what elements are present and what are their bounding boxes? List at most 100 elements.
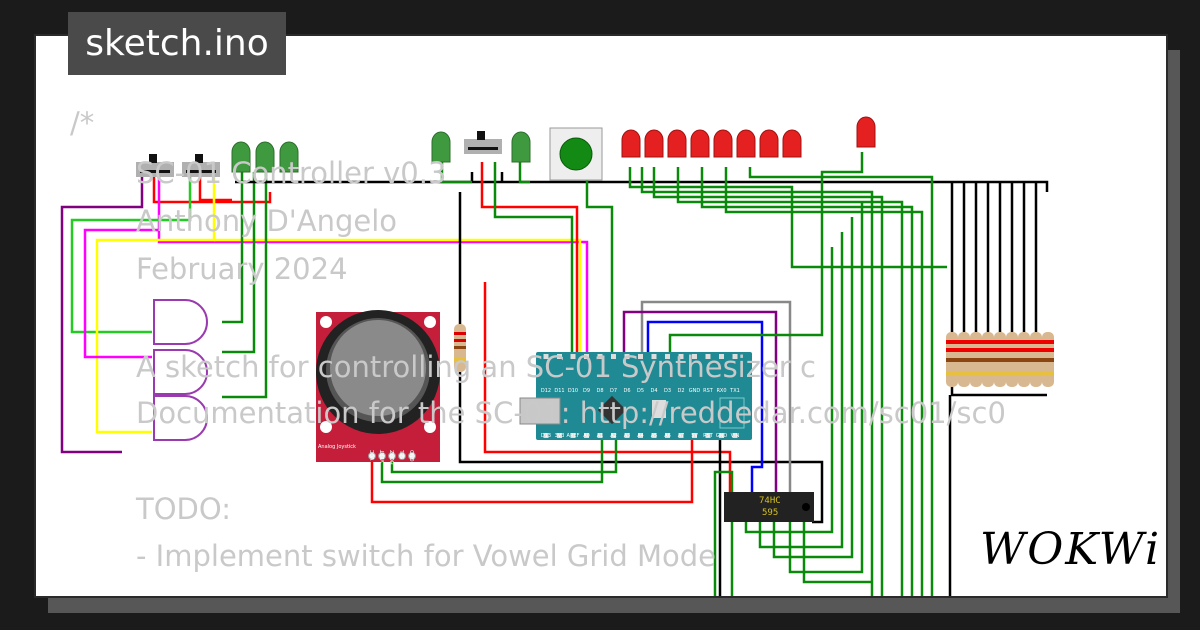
arduino-pin (584, 354, 589, 359)
arduino-pin (692, 433, 697, 438)
pushbutton[interactable] (549, 127, 603, 181)
arduino-pin-label: 5V (691, 433, 698, 439)
arduino-pin (570, 433, 576, 438)
resistor-bank (946, 332, 1054, 387)
arduino-pin (543, 354, 549, 359)
arduino-pin (638, 433, 643, 438)
arduino-pin-label: A2 (610, 433, 617, 439)
arduino-pin-label: A3 (624, 433, 631, 439)
arduino-pin (557, 433, 562, 438)
arduino-pin-label: D10 (568, 388, 578, 394)
arduino-pin-label: GND (689, 388, 701, 394)
led-green (231, 141, 251, 173)
led-red (759, 129, 779, 158)
arduino-pin (651, 354, 657, 359)
arduino-pin-label: A4 (637, 433, 644, 439)
arduino-pin (611, 433, 616, 438)
arduino-pin-label: D11 (554, 388, 564, 394)
arduino-pin-label: GND (716, 433, 728, 439)
led-red (621, 129, 641, 158)
arduino-pin (624, 433, 630, 438)
led-red (667, 129, 687, 158)
arduino-pin-label: TX1 (729, 388, 740, 394)
arduino-pin (719, 354, 724, 359)
arduino-pin-label: RX0 (716, 388, 726, 394)
arduino-pin (705, 354, 711, 359)
arduino-pin (557, 354, 562, 359)
led-red (690, 129, 710, 158)
arduino-pin-label: VIN (731, 433, 740, 439)
arduino-pin (638, 354, 643, 359)
shift-register-74hc595: 74HC 595 (724, 492, 814, 522)
arduino-pin-label: D12 (541, 388, 551, 394)
led-green (279, 141, 299, 173)
arduino-pin-label: D9 (583, 388, 590, 394)
arduino-pin (584, 433, 589, 438)
analog-joystick[interactable]: Analog Joystick VCC VERT HORZ SEL GND (316, 310, 440, 465)
arduino-pin (678, 433, 684, 438)
arduino-pin-label: A0 (583, 433, 590, 439)
led-red (856, 116, 876, 148)
arduino-pin (543, 433, 549, 438)
arduino-pin (732, 433, 738, 438)
led-red (782, 129, 802, 158)
joystick-pin-labels: VCC VERT HORZ SEL GND (370, 449, 416, 465)
arduino-pin (651, 433, 657, 438)
joystick-pin-label-sel: SEL (400, 450, 406, 459)
and-gate-group (153, 299, 208, 441)
arduino-pin (719, 433, 724, 438)
arduino-pin-label: RST (703, 388, 714, 394)
arduino-pin-label: D7 (610, 388, 617, 394)
slide-switch[interactable] (136, 154, 174, 177)
arduino-pin (705, 433, 711, 438)
arduino-pin-label: A5 (651, 433, 658, 439)
arduino-pin (692, 354, 697, 359)
arduino-pin (597, 433, 603, 438)
chip-label: 595 (762, 508, 778, 518)
resistor (454, 324, 466, 372)
and-gate (153, 395, 208, 441)
arduino-pin-label: D2 (677, 388, 684, 394)
and-gate (153, 349, 208, 395)
wokwi-logo: WOKWi (980, 524, 1162, 575)
joystick-pin-label-vert: VERT (380, 449, 386, 463)
arduino-pin (665, 354, 670, 359)
led-red (736, 129, 756, 158)
arduino-pin-label: D4 (650, 388, 657, 394)
joystick-pin-label-vcc: VCC (370, 449, 376, 460)
led-red (644, 129, 664, 158)
and-gate (153, 299, 208, 345)
file-title: sketch.ino (68, 12, 286, 75)
arduino-pin-label: AREF (567, 433, 580, 439)
arduino-pin-label: A1 (597, 433, 604, 439)
arduino-pin-label: A7 (678, 433, 685, 439)
slide-switch[interactable] (182, 154, 220, 177)
led-green (255, 141, 275, 173)
arduino-pin-label: A6 (664, 433, 671, 439)
arduino-pin (570, 354, 576, 359)
arduino-pin (597, 354, 603, 359)
arduino-pin (611, 354, 616, 359)
arduino-pin (624, 354, 630, 359)
arduino-pin (665, 433, 670, 438)
arduino-pin-label: RST (703, 433, 714, 439)
preview-panel: /* SC-01 Controller v0.3 Anthony D'Angel… (34, 34, 1168, 598)
chip-label: 74HC (759, 496, 781, 506)
arduino-pin (732, 354, 738, 359)
arduino-pin-label: D8 (596, 388, 603, 394)
arduino-pin-label: D3 (664, 388, 671, 394)
arduino-pin-label: D13 (541, 433, 551, 439)
led-red-group (621, 116, 876, 158)
joystick-pin-label-horz: HORZ (390, 449, 396, 464)
joystick-pins (368, 452, 416, 460)
arduino-pin-label: D5 (637, 388, 644, 394)
led-red (713, 129, 733, 158)
joystick-pin-label-gnd: GND (410, 450, 416, 462)
joystick-label: Analog Joystick (318, 444, 356, 450)
slide-switch[interactable] (464, 131, 502, 154)
arduino-pin-label: 3V3 (555, 433, 565, 439)
led-green (431, 131, 451, 163)
